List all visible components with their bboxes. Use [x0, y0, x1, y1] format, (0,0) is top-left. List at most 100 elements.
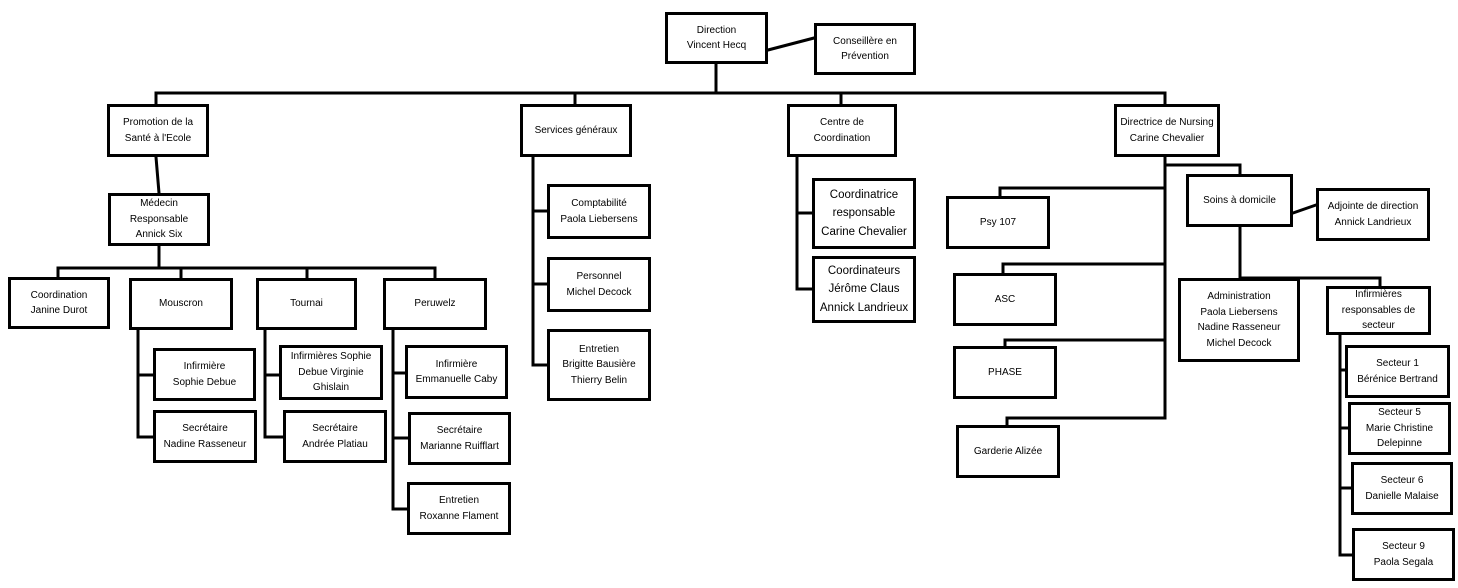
- node-label-line: Ghislain: [312, 382, 350, 394]
- node-label-line: Coordination: [30, 289, 88, 301]
- node-peruwelz: Peruwelz: [383, 278, 487, 330]
- node-label-line: Jérôme Claus: [828, 283, 900, 296]
- node-promotion: Promotion de la Santé à l'Ecole: [107, 104, 209, 157]
- node-label-line: PHASE: [988, 366, 1022, 378]
- node-label-line: Secrétaire: [312, 423, 358, 434]
- node-label-line: Bérénice Bertrand: [1357, 373, 1438, 385]
- node-label-line: Direction: [696, 24, 737, 36]
- node-label-line: Carine Chevalier: [1129, 132, 1205, 144]
- node-label-line: Adjointe de direction: [1327, 201, 1419, 212]
- node-conseillere: Conseillère en Prévention: [814, 23, 916, 75]
- node-label-line: Santé à l'Ecole: [124, 132, 192, 144]
- connector-line: [1291, 203, 1318, 215]
- node-label-line: Garderie Alizée: [973, 445, 1043, 457]
- node-soins: Soins à domicile: [1186, 174, 1293, 227]
- node-label-line: Paola Segala: [1373, 556, 1434, 568]
- node-label-line: Nadine Rasseneur: [163, 438, 247, 450]
- node-phase: PHASE: [953, 346, 1057, 399]
- node-label-line: Thierry Belin: [570, 374, 628, 386]
- node-label-line: Entretien: [438, 495, 480, 506]
- node-label-line: Médecin Responsable: [129, 198, 189, 225]
- node-label-line: Debue Virginie: [298, 366, 364, 378]
- node-label-line: ASC: [994, 293, 1016, 305]
- node-services: Services généraux: [520, 104, 632, 157]
- node-label-line: Secrétaire: [436, 425, 483, 436]
- node-label-line: Marie Christine: [1365, 422, 1434, 434]
- node-label-line: Infirmières: [1355, 289, 1402, 301]
- node-label-line: Roxanne Flament: [419, 510, 499, 522]
- node-label-line: Coordinateurs: [827, 264, 901, 277]
- node-label-line: Marianne Ruifflart: [420, 440, 499, 452]
- node-label-line: secteur: [1362, 320, 1395, 332]
- node-label-line: Personnel: [576, 271, 622, 282]
- node-asc: ASC: [953, 273, 1057, 326]
- node-label-line: responsables de: [1341, 304, 1416, 316]
- node-label-line: Soins à domicile: [1203, 194, 1276, 206]
- node-label-line: Secteur 1: [1376, 358, 1419, 369]
- connector-line: [154, 155, 161, 195]
- node-label-line: Infirmière: [183, 361, 226, 372]
- node-label-line: Secteur 5: [1378, 407, 1421, 419]
- node-label-line: Sophie Debue: [172, 376, 237, 388]
- node-tournai: Tournai: [256, 278, 357, 330]
- node-label-line: Paola Liebersens: [560, 213, 638, 225]
- node-label-line: Promotion de la: [122, 117, 194, 128]
- node-label-line: responsable: [832, 207, 896, 220]
- node-mouscron: Mouscron: [129, 278, 233, 330]
- node-label-line: Coordinatrice: [829, 188, 899, 201]
- node-label-line: Mouscron: [159, 298, 203, 310]
- node-label-line: Michel Decock: [1206, 337, 1272, 349]
- node-label-line: Services généraux: [534, 124, 618, 136]
- node-label-line: Infirmière: [435, 358, 478, 370]
- node-label-line: Directrice de Nursing: [1120, 117, 1214, 128]
- node-infirmieres: Infirmières responsables de secteur: [1326, 286, 1431, 335]
- node-secteur6: Secteur 6 Danielle Malaise: [1351, 462, 1453, 515]
- node-label-line: Paola Liebersens: [1200, 306, 1278, 318]
- node-label-line: Secteur 9: [1382, 541, 1425, 552]
- node-label-line: Coordination: [813, 132, 871, 144]
- node-label-line: Administration: [1207, 291, 1271, 302]
- node-label-line: Conseillère en: [833, 35, 897, 47]
- node-label-line: Danielle Malaise: [1365, 490, 1439, 502]
- node-label-line: Delepinne: [1376, 438, 1423, 450]
- node-label-line: Secrétaire: [182, 423, 228, 434]
- node-label-line: Andrée Platiau: [302, 438, 368, 450]
- node-label-line: Prévention: [841, 51, 889, 62]
- node-label-line: Entretien: [578, 343, 620, 355]
- node-label-line: Janine Durot: [30, 305, 88, 316]
- node-label-line: Annick Landrieux: [1334, 216, 1412, 228]
- node-label-line: Secteur 6: [1380, 475, 1424, 486]
- node-label-line: Carine Chevalier: [821, 225, 907, 238]
- node-label-line: Michel Decock: [566, 286, 632, 298]
- node-label-line: Comptabilité: [571, 198, 627, 209]
- node-label-line: Annick Six: [135, 229, 183, 241]
- node-label-line: Tournai: [290, 298, 323, 310]
- node-label-line: Annick Landrieux: [819, 301, 909, 314]
- node-label-line: Brigitte Bausière: [562, 359, 636, 371]
- node-label-line: Nadine Rasseneur: [1197, 322, 1281, 333]
- connector-line: [766, 36, 816, 52]
- node-centre: Centre de Coordination: [787, 104, 897, 157]
- node-label-line: Emmanuelle Caby: [415, 374, 498, 385]
- node-label-line: Centre de: [820, 117, 864, 128]
